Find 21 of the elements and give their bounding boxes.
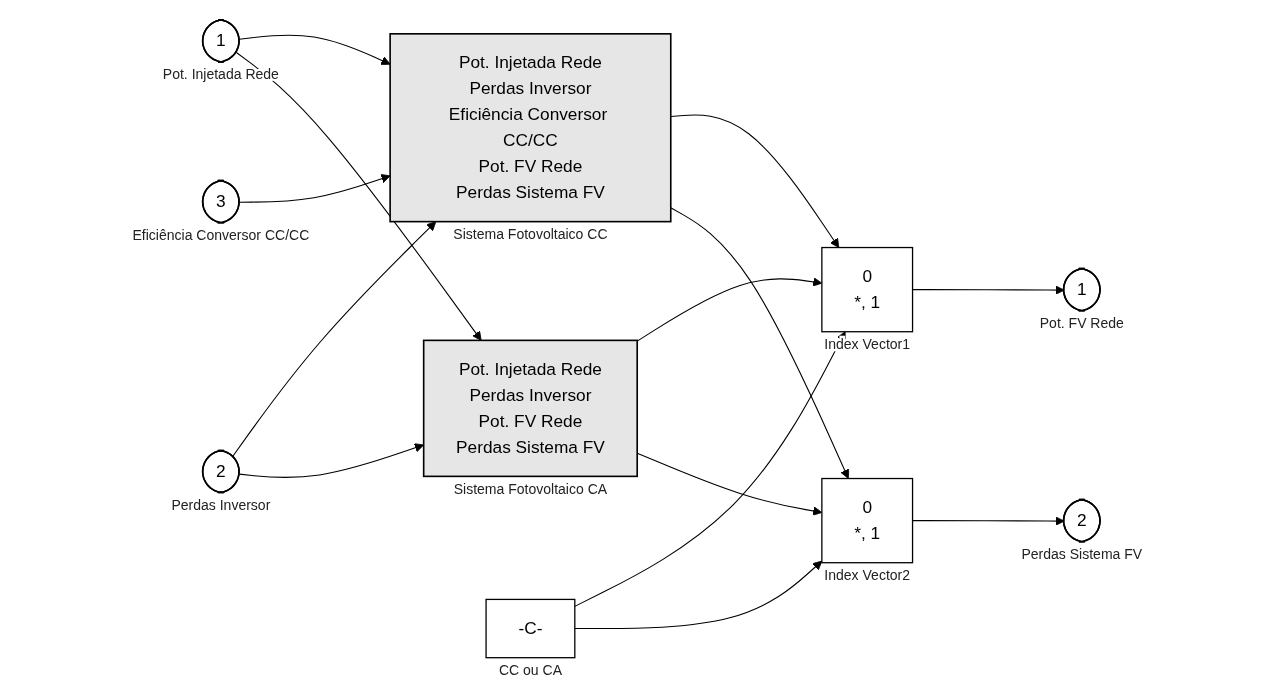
arrow (232, 220, 437, 457)
arrow (670, 206, 850, 479)
block-caption: Perdas Inversor (171, 496, 271, 513)
node-box: 0 *, 1 (821, 246, 914, 332)
arrow (574, 330, 846, 607)
block-caption: Pot. FV Rede (1039, 314, 1124, 331)
block-caption: Perdas Sistema FV (1021, 545, 1143, 562)
block-caption: CC ou CA (498, 661, 562, 678)
arrow (574, 560, 823, 629)
node-box: 0 *, 1 (821, 477, 914, 563)
block-caption: Sistema Fotovoltaico CC (453, 225, 608, 242)
node-box: Pot. Injetada Rede Perdas Inversor Pot. FV Rede Perdas Sistema FV (422, 339, 638, 477)
block-caption: Index Vector2 (824, 566, 911, 583)
block-caption: Sistema Fotovoltaico CA (453, 480, 608, 497)
arrow (235, 51, 482, 341)
node-box: Pot. Injetada Rede Perdas Inversor Eficiência Conversor CC/CC Pot. FV Rede Perdas Sistema FV (389, 32, 672, 222)
arrow (238, 34, 391, 65)
block-caption: Eficiência Conversor CC/CC (132, 226, 310, 243)
node-box: -C- (485, 598, 576, 658)
arrow (239, 173, 391, 203)
arrow (670, 113, 840, 248)
